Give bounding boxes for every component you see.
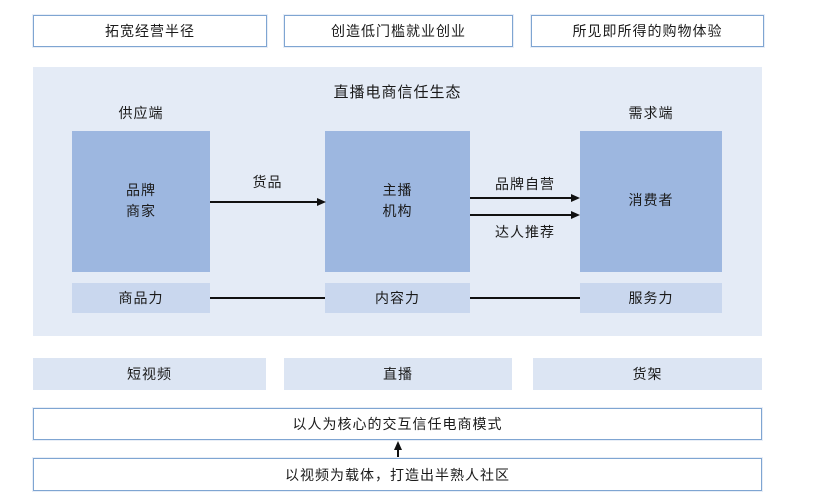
benefit-label: 创造低门槛就业创业 <box>331 25 466 40</box>
capability-label: 商品力 <box>118 292 164 307</box>
demand-side-label: 需求端 <box>628 107 674 122</box>
up-arrow-line <box>397 449 399 458</box>
goods-arrow-line <box>210 201 318 203</box>
entity-label-line: 消费者 <box>628 194 674 209</box>
goods-arrow-head-icon <box>317 198 326 206</box>
entity-box-anchor-agency: 主播 机构 <box>325 131 470 272</box>
capability-connector-line-right <box>470 297 580 299</box>
benefit-label: 所见即所得的购物体验 <box>572 25 723 40</box>
ecosystem-panel: 直播电商信任生态 供应端 需求端 品牌 商家 主播 机构 消费者 货品 品牌自营… <box>33 67 762 336</box>
channel-label: 直播 <box>383 368 413 383</box>
benefit-box-wysiwyg-shopping: 所见即所得的购物体验 <box>531 15 764 47</box>
capability-label: 服务力 <box>628 292 674 307</box>
community-statement-box: 以视频为载体，打造出半熟人社区 <box>33 458 762 491</box>
capability-box-product-power: 商品力 <box>72 283 210 313</box>
talent-recommend-arrow-head-icon <box>571 211 580 219</box>
channel-label: 短视频 <box>127 368 172 383</box>
entity-label-line: 主播 <box>382 183 413 199</box>
capability-connector-line-left <box>210 297 325 299</box>
up-arrow-head-icon <box>394 441 402 450</box>
benefit-label: 拓宽经营半径 <box>105 25 195 40</box>
channel-box-shelf: 货架 <box>533 358 762 390</box>
channel-label: 货架 <box>632 368 663 383</box>
community-statement-label: 以视频为载体，打造出半熟人社区 <box>285 468 510 484</box>
talent-recommend-arrow-line <box>470 214 572 216</box>
entity-label-line: 机构 <box>382 204 413 220</box>
entity-box-consumer: 消费者 <box>580 131 722 272</box>
channel-box-live: 直播 <box>284 358 512 390</box>
entity-label-line: 品牌 <box>126 183 156 199</box>
model-statement-box: 以人为核心的交互信任电商模式 <box>33 408 762 440</box>
supply-side-label: 供应端 <box>118 107 164 122</box>
benefit-box-low-barrier: 创造低门槛就业创业 <box>284 15 513 47</box>
capability-box-content-power: 内容力 <box>325 283 470 313</box>
entity-label-line: 商家 <box>126 204 156 220</box>
brand-direct-arrow-head-icon <box>571 194 580 202</box>
brand-direct-arrow-label: 品牌自营 <box>495 178 555 193</box>
entity-box-brand-merchant: 品牌 商家 <box>72 131 210 272</box>
benefit-box-expand-radius: 拓宽经营半径 <box>33 15 267 47</box>
capability-label: 内容力 <box>375 292 420 307</box>
talent-recommend-arrow-label: 达人推荐 <box>495 226 555 241</box>
channel-box-short-video: 短视频 <box>33 358 266 390</box>
brand-direct-arrow-line <box>470 197 572 199</box>
capability-box-service-power: 服务力 <box>580 283 722 313</box>
goods-arrow-label: 货品 <box>252 176 283 191</box>
model-statement-label: 以人为核心的交互信任电商模式 <box>292 418 503 433</box>
panel-title: 直播电商信任生态 <box>333 84 462 101</box>
